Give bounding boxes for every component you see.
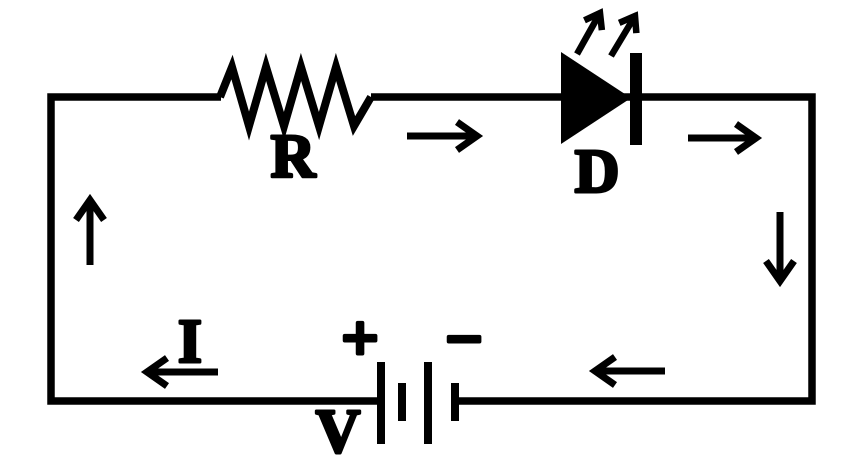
wire-left-and-bottom-left — [47, 93, 381, 405]
resistor-label: R — [271, 123, 317, 191]
diode-triangle — [561, 52, 631, 144]
battery-negative-sign: − — [445, 303, 483, 376]
diode-label: D — [575, 138, 620, 206]
battery-positive-sign: + — [341, 302, 379, 375]
diode-cathode-bar — [630, 53, 642, 145]
light-emission-arrow-2 — [608, 11, 640, 58]
led-symbol — [561, 8, 642, 145]
light-emission-arrow-1 — [574, 8, 606, 56]
battery-label: V — [316, 398, 361, 460]
current-label: I — [178, 308, 202, 376]
resistor-symbol — [216, 52, 375, 141]
battery-symbol — [377, 362, 459, 444]
